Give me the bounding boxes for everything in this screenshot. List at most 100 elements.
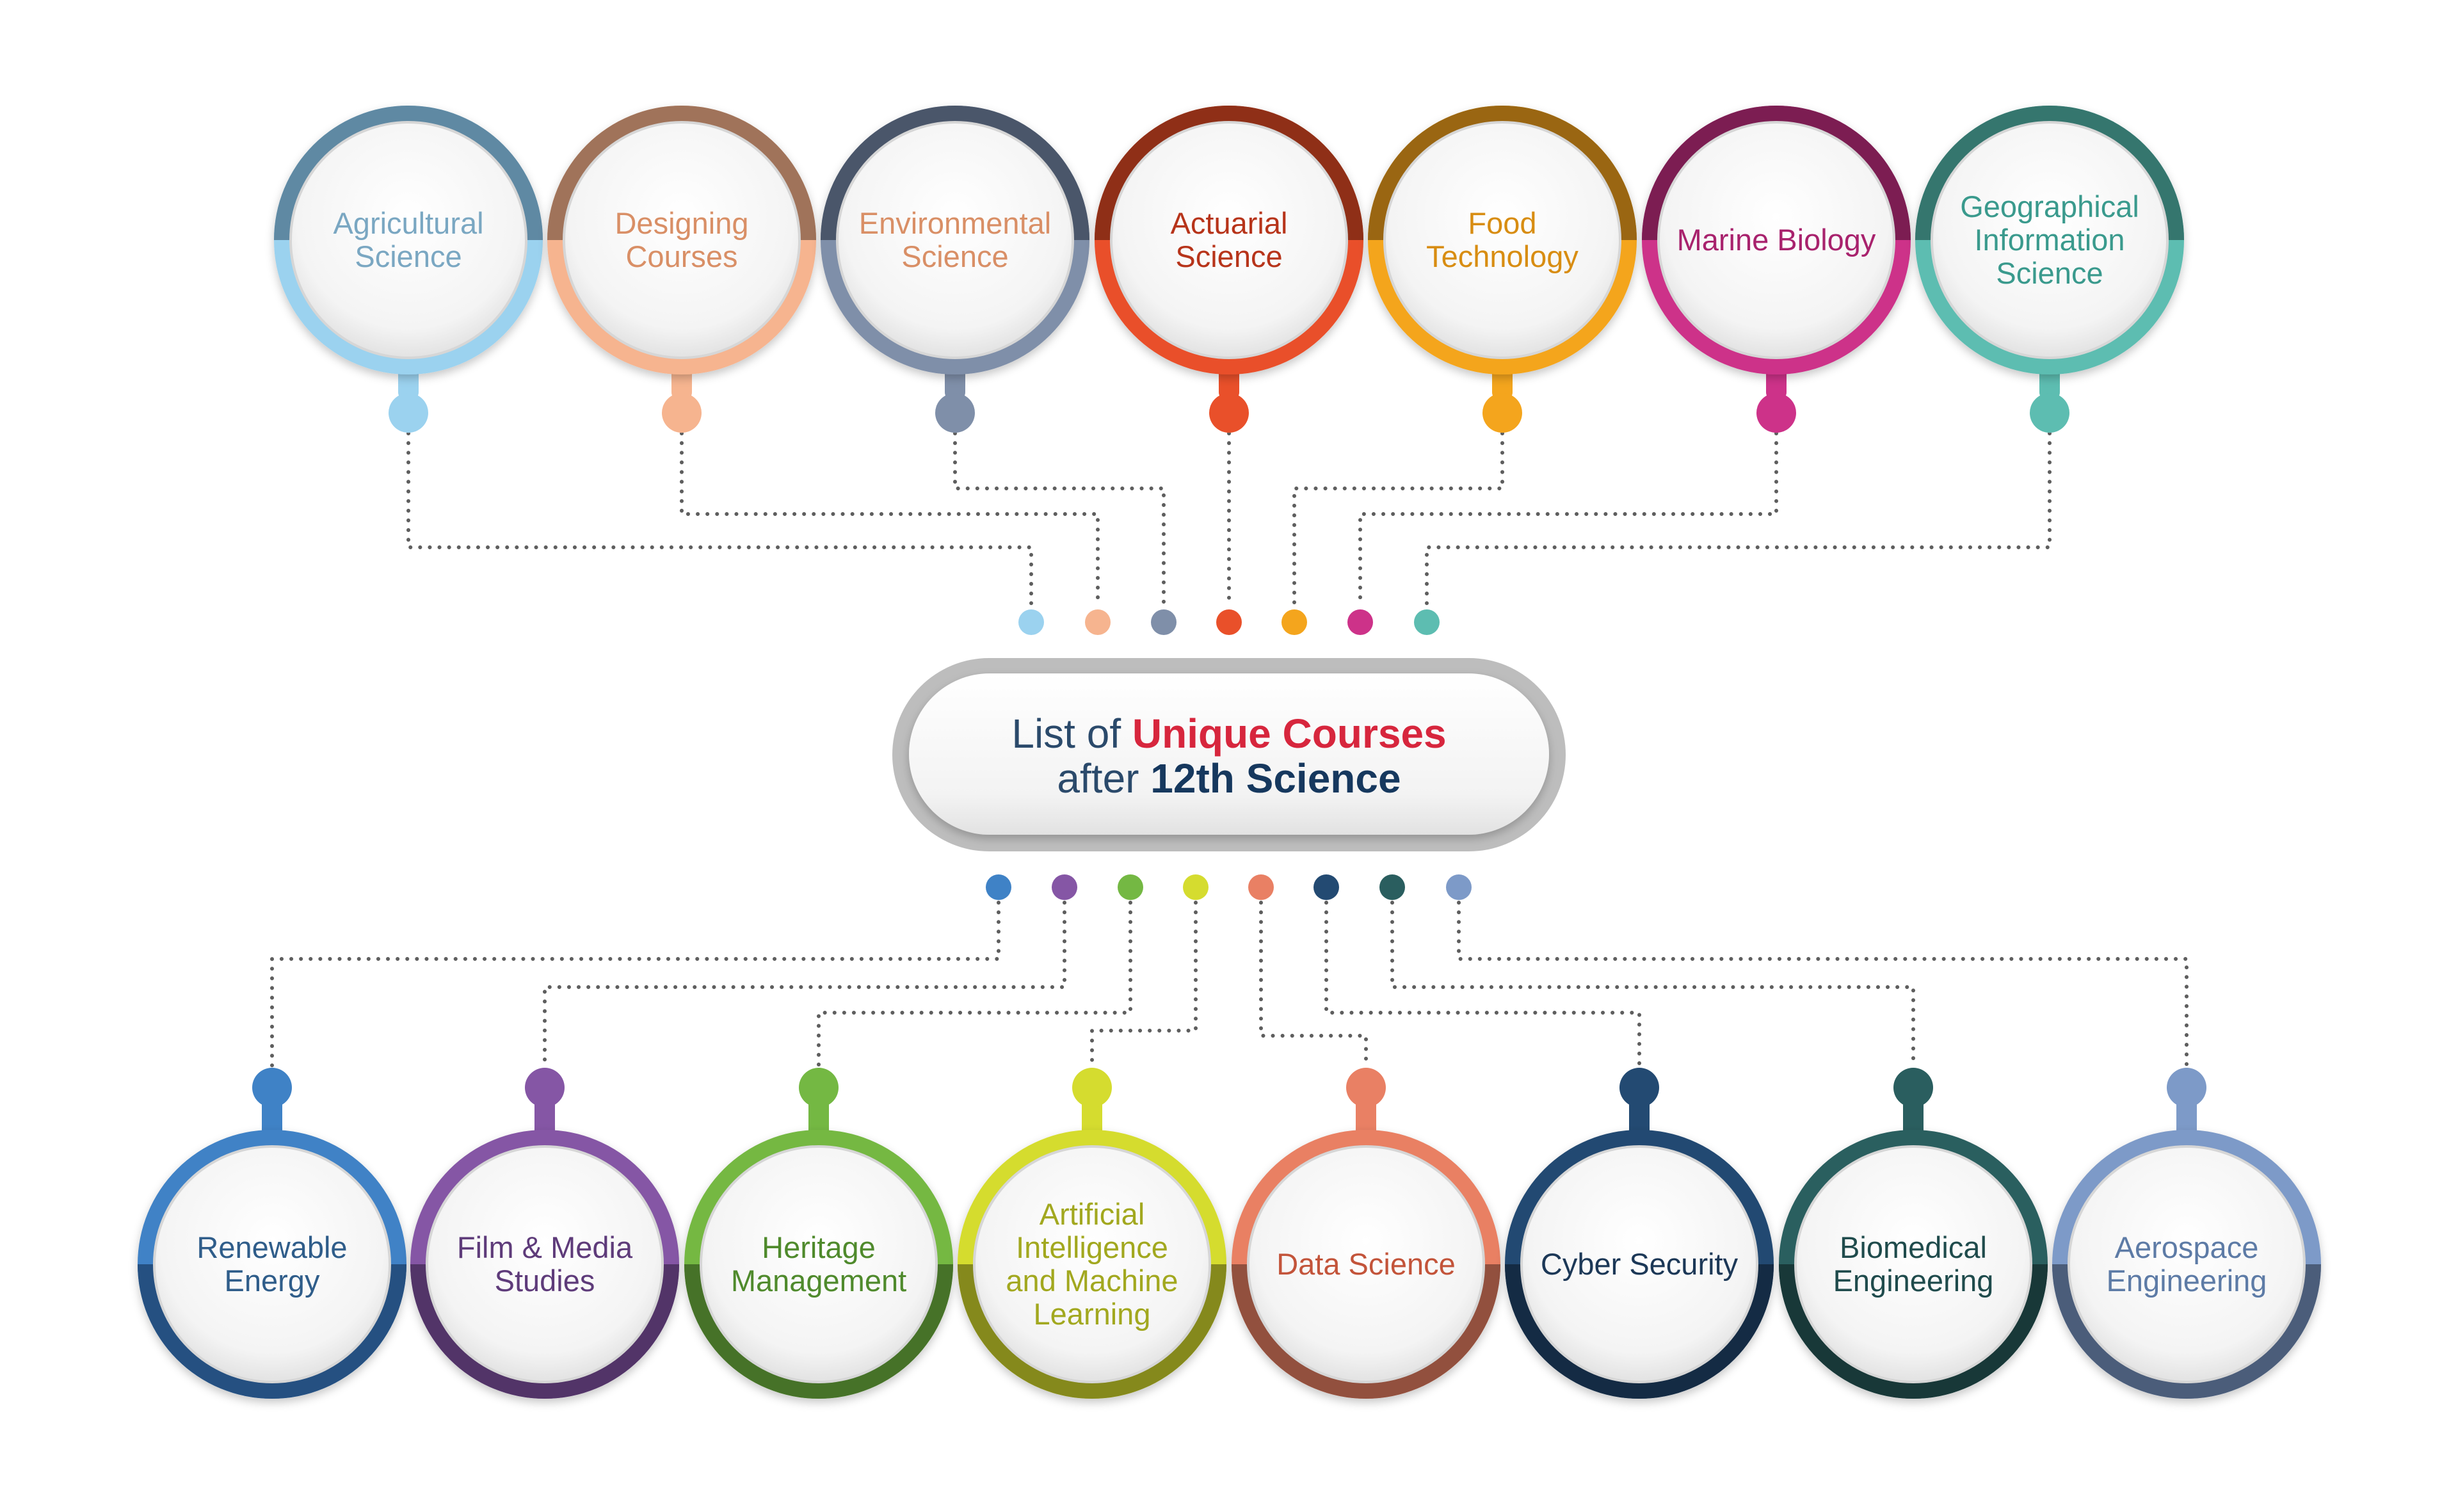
course-label-line: Engineering: [2107, 1264, 2267, 1298]
connector-line: [406, 431, 1033, 609]
course-disc: [1386, 124, 1619, 357]
course-label-line: Heritage: [762, 1230, 876, 1264]
course-knob: [389, 393, 428, 433]
connector-lines: [270, 431, 2189, 1069]
course-knob: [1346, 1068, 1386, 1107]
course-knob: [662, 393, 702, 433]
connector-line: [1324, 901, 1641, 1069]
center-title-highlight1: Unique Courses: [1132, 711, 1447, 757]
course-label-line: Aerospace: [2115, 1230, 2259, 1264]
connector-dot: [1281, 609, 1307, 635]
course-knob: [935, 393, 975, 433]
connector-dot: [986, 874, 1011, 900]
connector-dot: [1414, 609, 1440, 635]
center-title-line2: after 12th Science: [1057, 755, 1401, 801]
course-label-line: Actuarial: [1171, 206, 1288, 240]
course-knob: [2167, 1068, 2206, 1107]
course-label-line: Intelligence: [1016, 1230, 1168, 1264]
course-disc: [428, 1148, 661, 1381]
course-knob: [1619, 1068, 1659, 1107]
connector-dot: [1379, 874, 1405, 900]
connector-line: [1090, 901, 1198, 1069]
course-disc: [1113, 124, 1345, 357]
center-title-highlight2: 12th Science: [1150, 755, 1401, 801]
connector-line: [543, 901, 1066, 1069]
connector-dot: [1216, 609, 1242, 635]
connector-dots: [986, 609, 1472, 900]
course-label-line: Designing: [614, 206, 748, 240]
connector-dot: [1313, 874, 1339, 900]
course-disc: [1933, 124, 2166, 357]
course-knob: [1209, 393, 1249, 433]
course-disc: [1523, 1148, 1756, 1381]
course-label-line: Marine Biology: [1677, 223, 1876, 257]
course-label-cyber-security: Cyber Security: [1541, 1247, 1739, 1281]
course-disc: [156, 1148, 389, 1381]
course-disc: [565, 124, 798, 357]
course-label-line: Studies: [495, 1264, 595, 1298]
course-knob: [1482, 393, 1522, 433]
course-label-line: Film & Media: [457, 1230, 633, 1264]
course-label-line: Science: [355, 239, 462, 273]
course-node-data-science: Data Science: [1232, 1068, 1500, 1399]
course-label-line: Energy: [225, 1264, 320, 1298]
connector-dot: [1151, 609, 1177, 635]
course-label-line: Environmental: [859, 206, 1051, 240]
course-label-line: Biomedical: [1840, 1230, 1987, 1264]
course-label-line: Science: [1996, 256, 2103, 290]
course-disc: [1660, 124, 1893, 357]
connector-dot: [1248, 874, 1274, 900]
course-disc: [702, 1148, 935, 1381]
course-knob: [2030, 393, 2069, 433]
connector-line: [953, 431, 1166, 609]
connector-line: [680, 431, 1100, 609]
course-node-marine-biology: Marine Biology: [1642, 106, 1911, 433]
connector-line: [1358, 431, 1778, 609]
course-label-line: Engineering: [1833, 1264, 1994, 1298]
center-title-pill: List of Unique Courses after 12th Scienc…: [892, 658, 1566, 851]
course-disc: [976, 1148, 1209, 1381]
course-disc: [839, 124, 1072, 357]
course-label-line: Data Science: [1276, 1247, 1456, 1281]
connector-line: [1425, 431, 2052, 609]
connector-line: [270, 901, 1000, 1069]
connector-line: [1390, 901, 1915, 1069]
connector-dot: [1183, 874, 1209, 900]
center-title-prefix2: after: [1057, 755, 1150, 801]
center-title-prefix1: List of: [1011, 711, 1132, 757]
course-label-line: Information: [1974, 223, 2125, 257]
connector-line: [817, 901, 1132, 1069]
course-knob: [1756, 393, 1796, 433]
connector-dot: [1118, 874, 1143, 900]
connector-line: [1457, 901, 2189, 1069]
course-disc: [1797, 1148, 2030, 1381]
course-label-line: Geographical: [1960, 189, 2139, 223]
course-label-line: Artificial: [1040, 1197, 1145, 1231]
connector-dot: [1446, 874, 1472, 900]
course-knob: [252, 1068, 292, 1107]
